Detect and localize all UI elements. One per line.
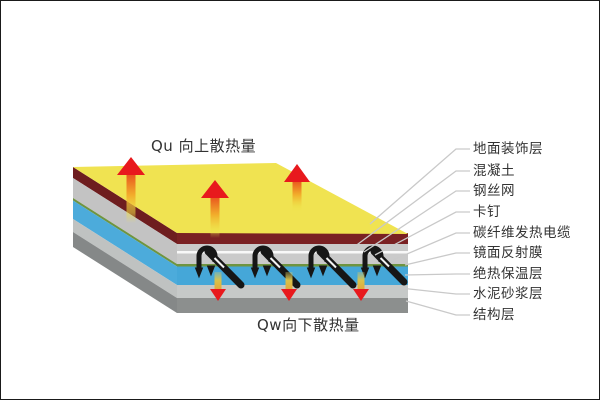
- layer-decoration-front: [177, 233, 408, 244]
- down-arrow-head: [353, 289, 369, 301]
- clip-arrow: [372, 265, 382, 277]
- label-concrete: 混凝土: [473, 163, 515, 179]
- leader-line-reflective-film: [404, 252, 470, 266]
- cable-line: [204, 248, 245, 289]
- downward-heat-label: Qw向下散热量: [257, 316, 360, 334]
- upward-heat-label: Qu 向上散热量: [151, 137, 257, 155]
- label-carbon-fiber-heating-cable: 碳纤维发热电缆: [473, 225, 571, 241]
- layer-insulation-side: [73, 200, 177, 285]
- leader-line-heating-cable: [392, 232, 470, 261]
- leader-line-mortar: [399, 287, 470, 295]
- layer-structure-side: [73, 232, 177, 313]
- up-arrow-tail: [292, 180, 302, 213]
- clip-arrow: [194, 267, 204, 279]
- cable-line: [370, 248, 408, 286]
- down-arrow-icon: [353, 272, 369, 301]
- down-arrow-icon: [210, 272, 226, 301]
- down-arrow-head: [281, 289, 297, 301]
- leader-line-structure: [405, 300, 470, 316]
- down-arrow-icon: [281, 272, 297, 301]
- clip-arrow: [206, 265, 216, 277]
- label-cement-mortar-layer: 水泥砂浆层: [473, 286, 543, 302]
- cable-highlight: [269, 257, 281, 269]
- steel-mesh-line: [177, 251, 408, 254]
- cable-highlight: [325, 257, 337, 269]
- up-arrow-head: [201, 180, 229, 198]
- up-arrow-head: [284, 164, 310, 182]
- slab-top-surface: [73, 163, 408, 234]
- down-arrow-head: [210, 289, 226, 301]
- clip-arrow: [250, 267, 260, 279]
- heating-cables-fill: [194, 245, 408, 289]
- heating-cable-icon: [306, 245, 357, 289]
- leader-line-concrete: [353, 170, 470, 248]
- label-fixing-clip: 卡钉: [473, 204, 501, 220]
- label-steel-wire-mesh: 钢丝网: [473, 183, 515, 199]
- clip-arrow: [306, 267, 316, 279]
- clip-arrow: [318, 265, 328, 277]
- label-floor-decoration-layer: 地面装饰层: [473, 141, 543, 157]
- label-thermal-insulation-layer: 绝热保温层: [473, 266, 543, 282]
- up-arrow-icon: [117, 157, 145, 223]
- leader-line-decoration: [369, 148, 470, 225]
- up-arrow-tail: [126, 173, 136, 223]
- leader-line-insulation: [404, 273, 470, 276]
- layer-structure-front: [177, 298, 408, 313]
- down-arrow-tail: [214, 272, 222, 289]
- up-heat-arrows: [117, 157, 310, 238]
- down-arrow-tail: [285, 272, 293, 289]
- slab-left-face: [73, 167, 177, 313]
- up-arrow-tail: [210, 196, 220, 238]
- up-arrow-icon: [284, 164, 310, 213]
- cable-line: [316, 248, 357, 289]
- cable-highlight: [213, 257, 225, 269]
- label-structure-layer: 结构层: [473, 307, 515, 323]
- layer-reflective-film-side: [73, 198, 177, 267]
- leader-line-steel-mesh: [363, 190, 470, 253]
- down-heat-arrows: [210, 272, 369, 301]
- leader-line-clip: [374, 211, 470, 256]
- down-arrow-tail: [357, 272, 365, 289]
- cable-highlight: [379, 257, 390, 268]
- up-arrow-head: [117, 157, 145, 175]
- layer-reflective-film-front: [177, 264, 408, 267]
- label-mirror-reflective-film: 镜面反射膜: [473, 245, 543, 261]
- clip-arrow: [262, 265, 272, 277]
- layer-concrete-front: [177, 244, 408, 264]
- heating-cable-icon: [194, 245, 245, 289]
- leader-lines: [353, 148, 470, 316]
- layer-concrete-side: [73, 178, 177, 264]
- layer-mortar-side: [73, 219, 177, 298]
- up-arrow-icon: [201, 180, 229, 238]
- layer-decoration-side: [73, 167, 177, 244]
- heating-cables: [194, 245, 408, 289]
